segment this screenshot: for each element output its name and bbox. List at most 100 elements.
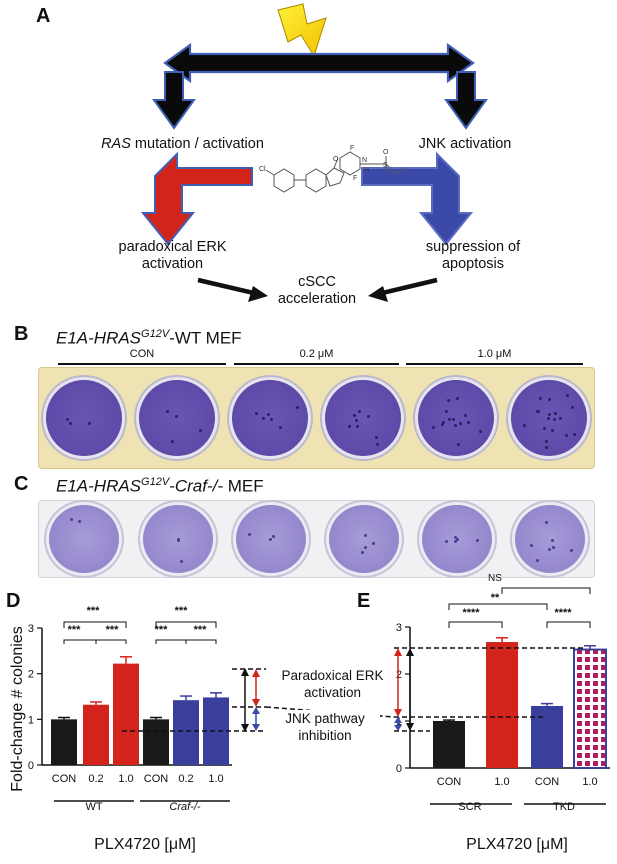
right-down-arrow bbox=[444, 71, 488, 130]
well-c-4 bbox=[329, 505, 399, 573]
colony-dot bbox=[360, 550, 364, 554]
x-tick-label: CON bbox=[535, 776, 560, 788]
bar bbox=[83, 704, 109, 765]
colony-dot bbox=[268, 538, 272, 542]
mol-h: H bbox=[364, 167, 369, 174]
colony-dot bbox=[179, 560, 183, 564]
well-c-6 bbox=[515, 505, 585, 573]
x-tick-label: 1.0 bbox=[582, 776, 597, 788]
colony-dot bbox=[174, 415, 178, 419]
colony-dot bbox=[445, 409, 449, 413]
colony-dot bbox=[547, 413, 551, 417]
colony-dot bbox=[363, 534, 367, 538]
colony-dot bbox=[448, 418, 452, 422]
bar bbox=[173, 700, 199, 765]
colony-dot bbox=[456, 443, 460, 447]
colony-dot bbox=[536, 409, 539, 413]
double-arrow bbox=[163, 42, 475, 84]
group-e-scr: SCR bbox=[458, 801, 482, 813]
colony-dot bbox=[454, 424, 458, 428]
label-ras-mutation: RAS mutation / activation bbox=[101, 136, 264, 152]
colony-dot bbox=[375, 436, 379, 440]
colony-dot bbox=[552, 545, 556, 549]
panel-d-letter: D bbox=[6, 590, 21, 612]
left-converge-arrow bbox=[248, 286, 268, 302]
panel-d-xlabel: PLX4720 [μM] bbox=[94, 836, 196, 853]
plate-craf bbox=[38, 500, 595, 578]
dose-con: CON bbox=[129, 348, 155, 360]
colony-dot bbox=[550, 538, 554, 542]
colony-dot bbox=[444, 539, 448, 543]
y-tick-label: 3 bbox=[396, 622, 402, 634]
sig-bracket bbox=[95, 639, 127, 644]
colony-dot bbox=[446, 399, 450, 403]
x-tick-label: 1.0 bbox=[118, 773, 133, 785]
panel-b-letter: B bbox=[14, 323, 29, 345]
y-tick-label: 2 bbox=[396, 669, 402, 681]
colony-dot bbox=[261, 417, 265, 421]
colony-dot bbox=[464, 414, 468, 418]
bar bbox=[51, 719, 77, 765]
sig-e-3: **** bbox=[462, 607, 480, 619]
sig-bracket bbox=[63, 639, 97, 644]
x-tick-label: 1.0 bbox=[494, 776, 509, 788]
dose-0-2: 0.2 μM bbox=[299, 348, 334, 360]
colony-dot bbox=[266, 412, 270, 416]
sig-bracket bbox=[448, 621, 503, 628]
y-tick-label: 0 bbox=[396, 763, 402, 775]
colony-dot bbox=[363, 545, 367, 549]
colony-dot bbox=[431, 426, 435, 430]
sig-bracket bbox=[501, 587, 591, 594]
colony-dot bbox=[355, 425, 359, 429]
plate-wt bbox=[38, 367, 595, 469]
sig-bracket bbox=[546, 621, 591, 628]
colony-dot bbox=[441, 422, 445, 426]
colony-dot bbox=[459, 422, 463, 426]
red-bent-arrow bbox=[140, 151, 253, 246]
bar bbox=[573, 648, 607, 769]
colony-dot bbox=[442, 421, 446, 424]
colony-dot bbox=[566, 394, 570, 398]
colony-dot bbox=[573, 432, 577, 436]
panel-c-title: E1A-HRASG12V-Craf-/- MEF bbox=[56, 476, 264, 496]
mol-o2: O bbox=[383, 149, 389, 156]
colony-dot bbox=[558, 417, 562, 421]
colony-dot bbox=[68, 422, 72, 426]
group-d-wt: WT bbox=[85, 801, 103, 813]
colony-dot bbox=[550, 428, 554, 432]
plx4720-molecule-icon bbox=[265, 151, 407, 193]
colony-dot bbox=[272, 534, 276, 538]
mol-s: S bbox=[383, 162, 388, 169]
colony-dot bbox=[453, 539, 457, 543]
left-down-arrow bbox=[152, 71, 196, 130]
group-d-craf: Craf-/- bbox=[169, 801, 201, 813]
colony-dot bbox=[88, 421, 92, 425]
colony-dot bbox=[543, 426, 547, 430]
colony-dot bbox=[77, 519, 81, 523]
colony-dot bbox=[529, 543, 533, 547]
colony-dot bbox=[476, 539, 480, 543]
well-b-3 bbox=[232, 380, 308, 456]
colony-dot bbox=[269, 418, 273, 422]
label-jnk-activation: JNK activation bbox=[418, 136, 512, 152]
y-tick-label: 0 bbox=[28, 760, 34, 772]
colony-dot bbox=[278, 426, 282, 430]
panel-c-letter: C bbox=[14, 473, 29, 495]
colony-dot bbox=[255, 411, 259, 415]
sig-bracket bbox=[63, 621, 127, 628]
panel-e-xlabel: PLX4720 [μM] bbox=[466, 836, 568, 853]
colony-dot bbox=[454, 536, 458, 540]
colony-dot bbox=[371, 541, 375, 545]
y-tick-label: 1 bbox=[28, 714, 34, 726]
colony-dot bbox=[452, 417, 456, 421]
colony-dot bbox=[479, 430, 483, 434]
panel-e-letter: E bbox=[357, 590, 371, 612]
colony-dot bbox=[456, 538, 459, 542]
colony-dot bbox=[535, 559, 539, 563]
x-tick-label: CON bbox=[52, 773, 77, 785]
